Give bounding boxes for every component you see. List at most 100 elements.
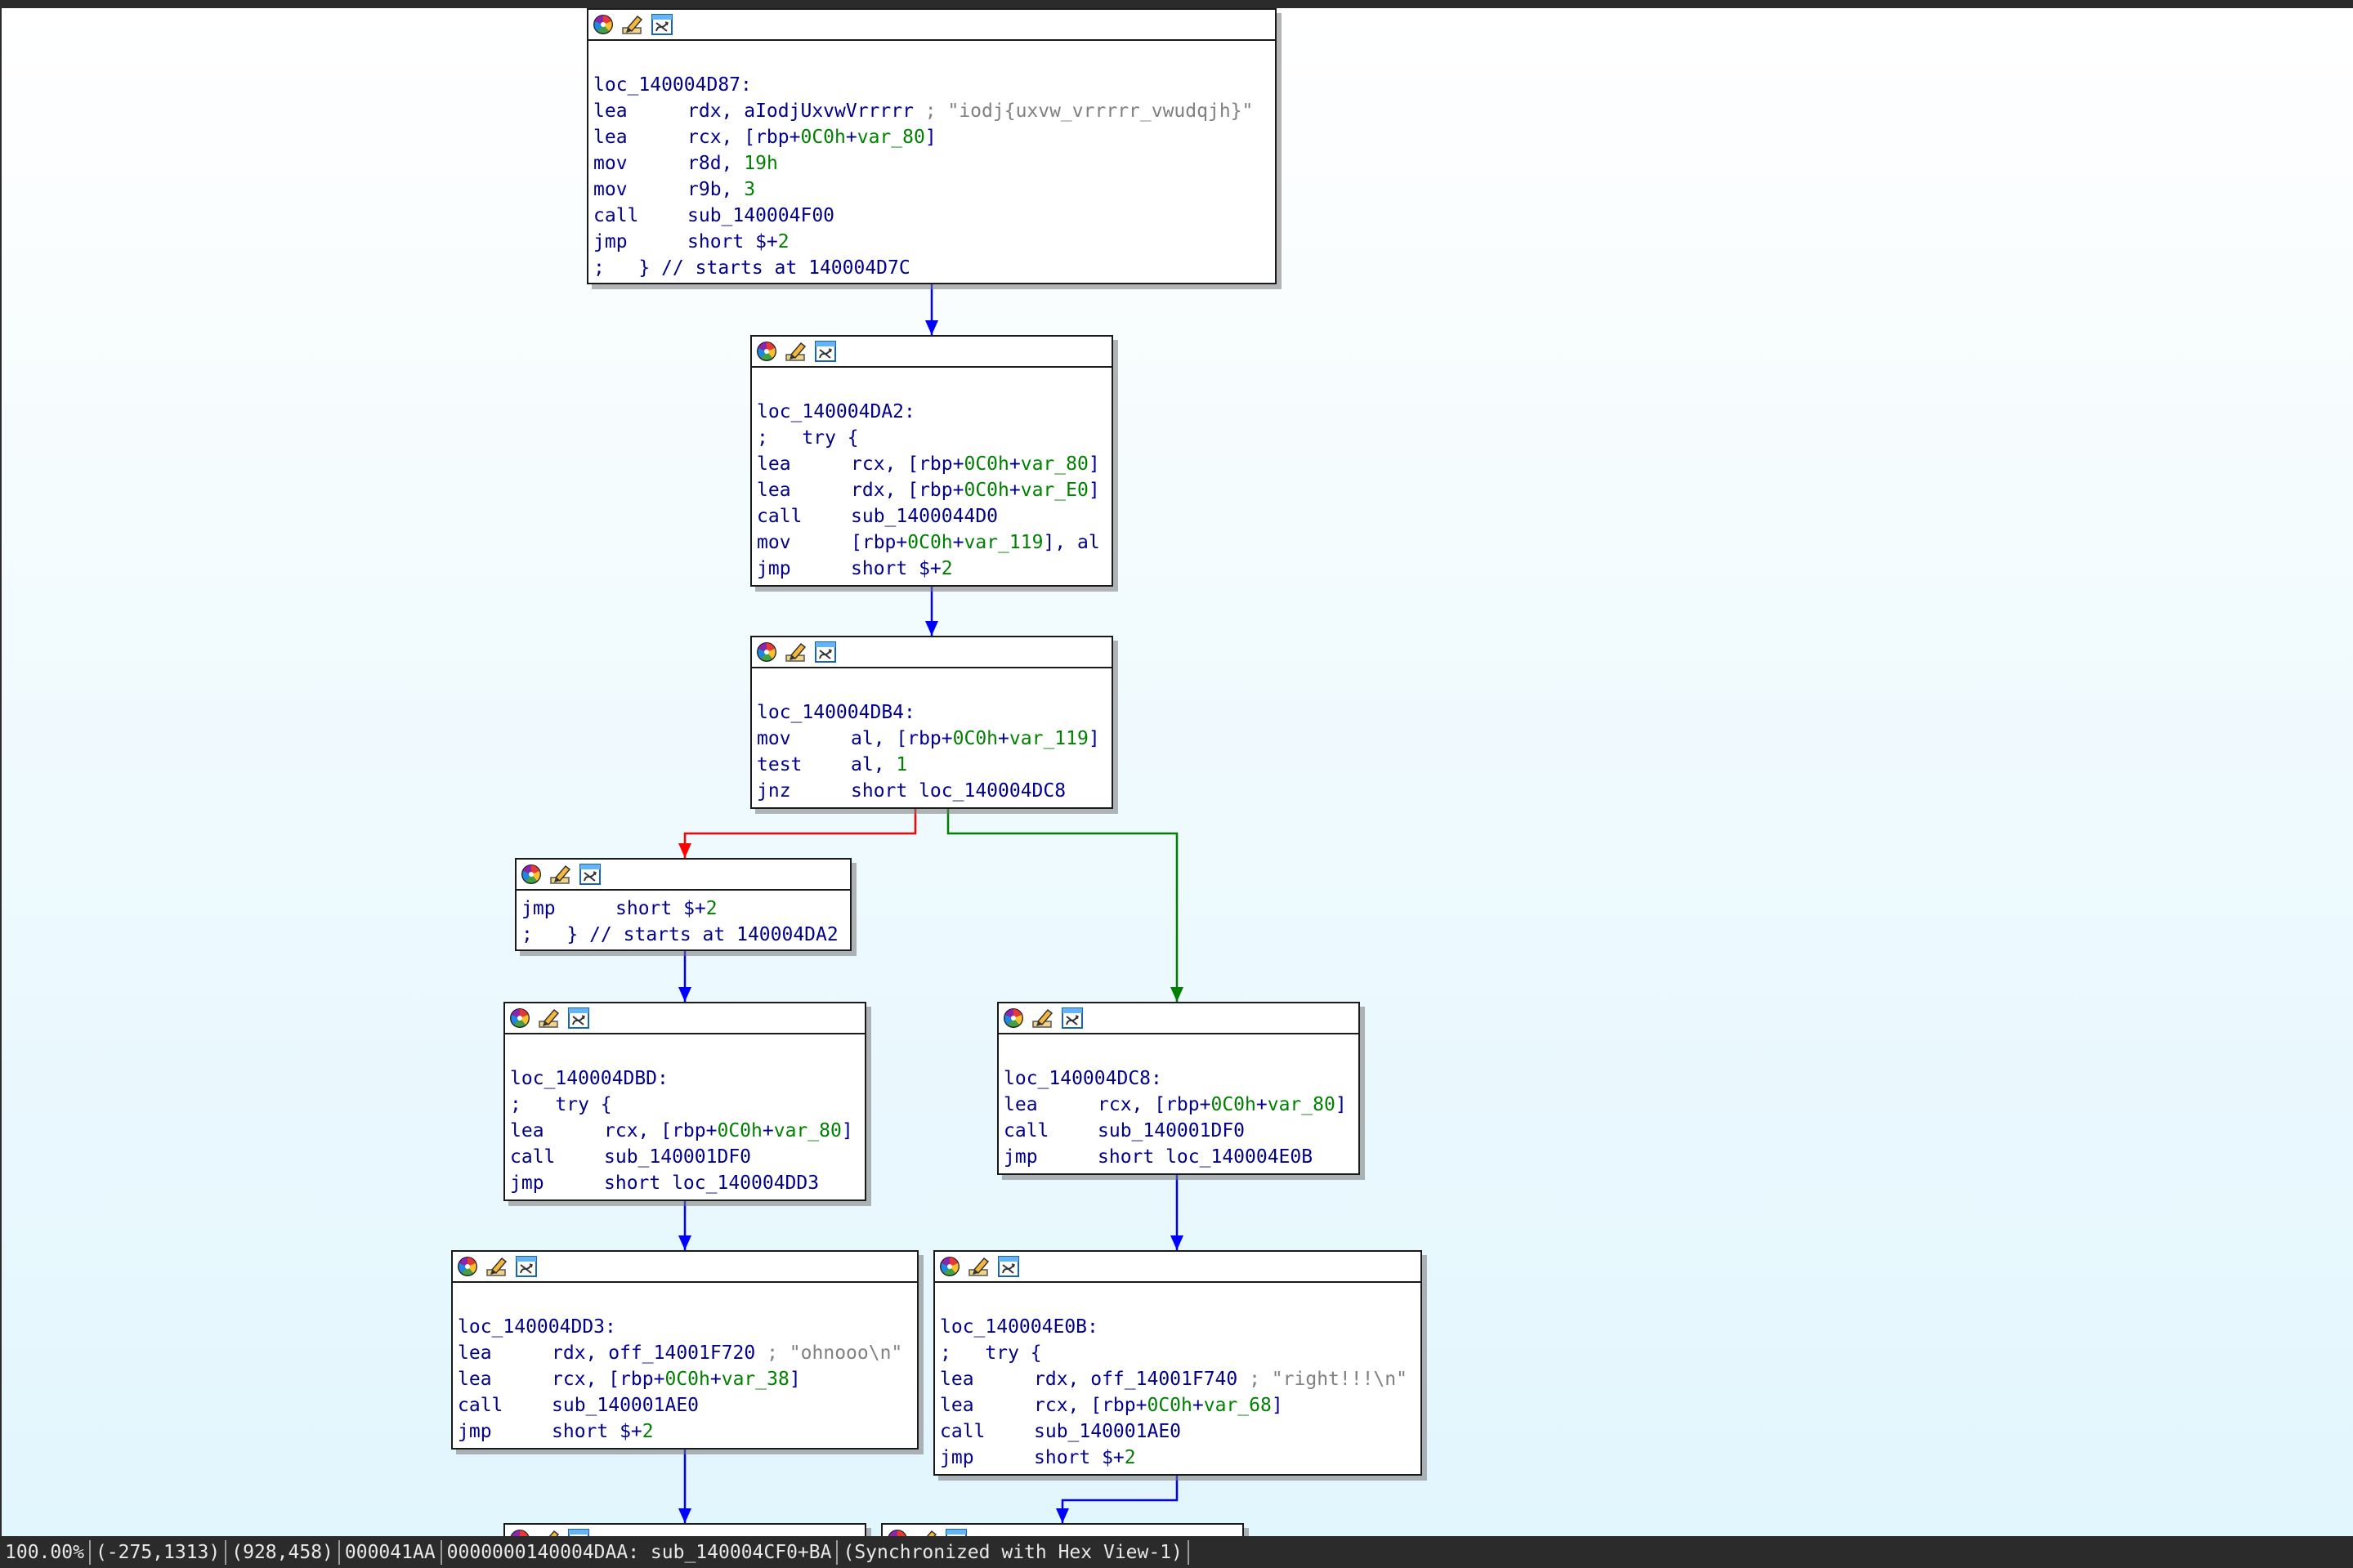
graph-layout-icon[interactable] <box>997 1255 1020 1278</box>
graph-layout-icon[interactable] <box>515 1255 538 1278</box>
code-block-partial-left[interactable] <box>503 1523 866 1536</box>
graph-layout-icon[interactable] <box>567 1007 590 1030</box>
graph-layout-icon[interactable] <box>567 1528 590 1536</box>
graph-layout-icon[interactable] <box>814 340 837 363</box>
comment-line[interactable]: ; try { <box>510 1092 860 1118</box>
graph-layout-icon[interactable] <box>1061 1007 1084 1030</box>
operand-value: 1 <box>896 754 908 775</box>
color-palette-icon[interactable] <box>508 1528 531 1536</box>
edge-n5-n7-arrowhead <box>678 1235 691 1250</box>
color-palette-icon[interactable] <box>508 1007 531 1030</box>
code-label[interactable]: loc_140004DB4: <box>757 699 1107 726</box>
rename-pencil-icon[interactable] <box>485 1255 508 1278</box>
rename-pencil-icon[interactable] <box>549 863 572 886</box>
rename-pencil-icon[interactable] <box>621 13 644 36</box>
comment-line[interactable]: ; } // starts at 140004D7C <box>593 255 1270 281</box>
color-palette-icon[interactable] <box>456 1255 479 1278</box>
rename-pencil-icon[interactable] <box>785 641 807 663</box>
edge-n3-n6-true[interactable] <box>946 809 1179 1002</box>
mnemonic: test <box>757 754 803 775</box>
code-block-partial-right[interactable] <box>881 1523 1244 1536</box>
graph-layout-icon[interactable] <box>814 641 837 663</box>
edge-n3-n4-false[interactable] <box>683 809 917 858</box>
operand-value: var_E0 <box>1020 480 1089 501</box>
comment-line[interactable]: ; try { <box>940 1340 1416 1366</box>
color-palette-icon[interactable] <box>755 340 778 363</box>
code-label[interactable]: loc_140004DA2: <box>757 399 1107 425</box>
edge-n4-n5-arrowhead <box>678 987 691 1002</box>
rename-pencil-icon[interactable] <box>538 1528 561 1536</box>
rename-pencil-icon[interactable] <box>968 1255 991 1278</box>
comment-line[interactable]: ; } // starts at 140004DA2 <box>521 922 845 948</box>
mnemonic: jmp <box>757 558 791 579</box>
operand: + <box>998 728 1009 749</box>
edge-n8-n10[interactable] <box>1061 1476 1179 1523</box>
graph-layout-icon[interactable] <box>651 13 673 36</box>
rename-pencil-icon[interactable] <box>1031 1007 1054 1030</box>
color-palette-icon[interactable] <box>938 1255 961 1278</box>
color-palette-icon[interactable] <box>755 641 778 663</box>
rename-pencil-icon[interactable] <box>538 1007 561 1030</box>
operand: rcx, [rbp+ <box>687 127 801 148</box>
code-label[interactable]: loc_140004DBD: <box>510 1065 860 1092</box>
color-palette-icon[interactable] <box>886 1528 909 1536</box>
code-label[interactable]: loc_140004DC8: <box>1004 1065 1353 1092</box>
graph-layout-icon[interactable] <box>579 863 602 886</box>
color-palette-icon[interactable] <box>592 13 615 36</box>
color-palette-icon[interactable] <box>520 863 543 886</box>
operand: rcx, [rbp+ <box>552 1369 665 1390</box>
comment-line[interactable]: ; try { <box>757 425 1107 451</box>
edge-n3-n6-true-arrowhead <box>1170 987 1183 1002</box>
status-bar: 100.00% (-275,1313) (928,458) 000041AA 0… <box>0 1536 2353 1568</box>
graph-layout-icon[interactable] <box>945 1528 968 1536</box>
rename-pencil-icon[interactable] <box>785 340 807 363</box>
mnemonic: lea <box>757 453 791 475</box>
operand: ] <box>1271 1395 1283 1416</box>
code-label[interactable]: loc_140004D87: <box>593 72 1270 98</box>
mnemonic: mov <box>757 728 791 749</box>
color-palette-icon[interactable] <box>1002 1007 1025 1030</box>
rename-pencil-icon[interactable] <box>915 1528 938 1536</box>
comment: ; "ohnooo\n" <box>767 1342 903 1364</box>
code-label[interactable]: loc_140004DD3: <box>458 1314 912 1340</box>
code-label[interactable]: loc_140004E0B: <box>940 1314 1416 1340</box>
instruction-line[interactable]: mov[rbp+0C0h+var_119], al <box>757 529 1107 556</box>
